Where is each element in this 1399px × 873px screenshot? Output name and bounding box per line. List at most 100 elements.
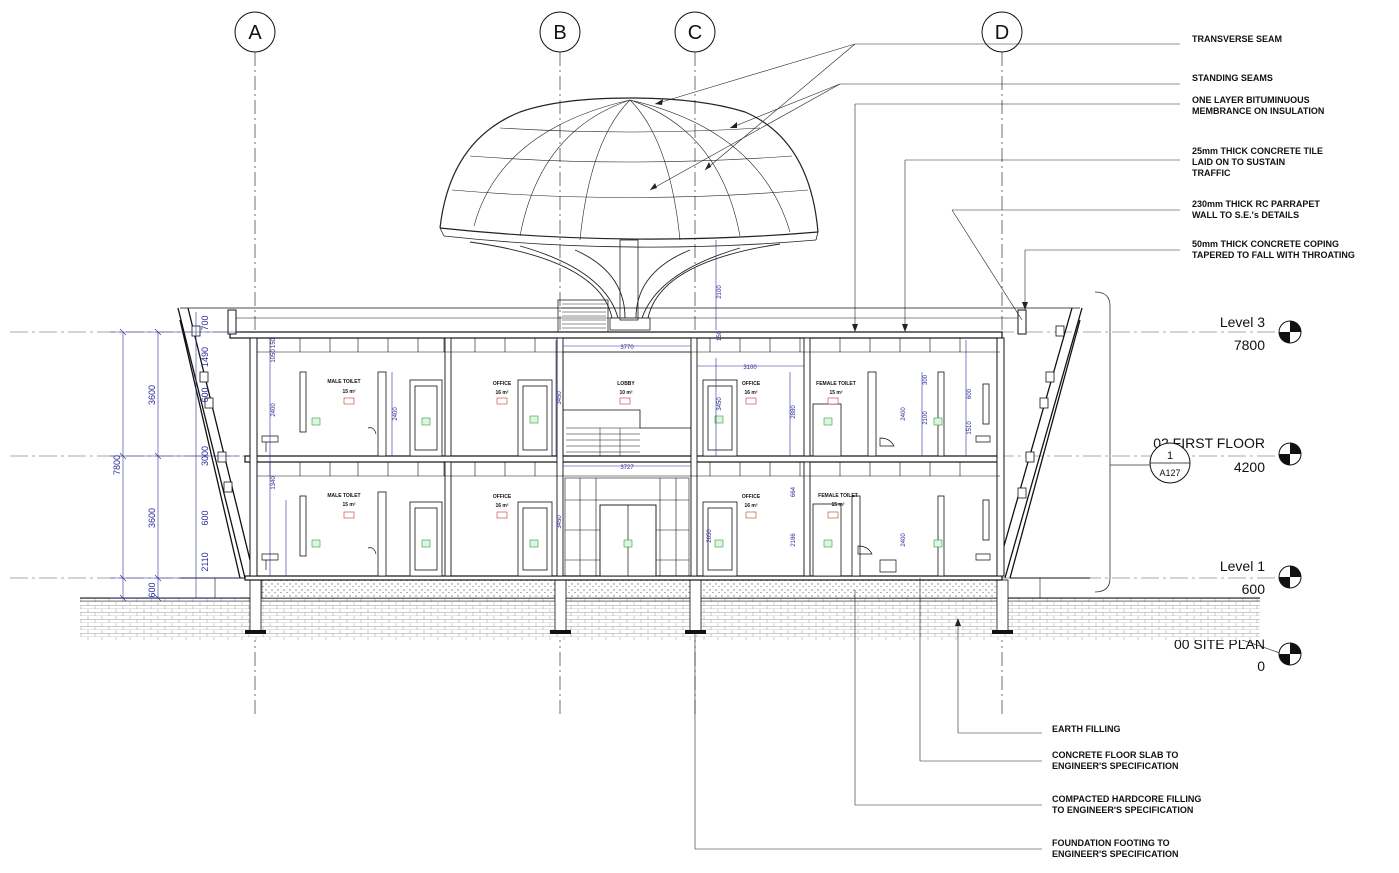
room-female-toilet-1: FEMALE TOILET (816, 381, 856, 387)
note-parapet-1: 230mm THICK RC PARRAPET (1192, 199, 1320, 209)
dim-150-a: 150 (271, 337, 277, 348)
dim-2400-d: 2400 (901, 533, 907, 547)
dim-664: 664 (791, 486, 797, 497)
note-coping-1: 50mm THICK CONCRETE COPING (1192, 239, 1339, 249)
level-marker-level1: Level 1 600 (1220, 558, 1302, 597)
dim-total: 7800 (112, 455, 122, 475)
note-transverse-seam: TRANSVERSE SEAM (1192, 34, 1282, 44)
note-tile-1: 25mm THICK CONCRETE TILE (1192, 146, 1323, 156)
room-area-4: 16 m² (744, 390, 757, 396)
room-area-3: 10 m² (619, 390, 632, 396)
inner-dimension-text: 150 2100 150 3770 3100 3727 2400 2400 34… (271, 285, 973, 547)
room-male-toilet-1: MALE TOILET (327, 379, 360, 385)
room-area-9: 15 m² (831, 502, 844, 508)
annotations: TRANSVERSE SEAM STANDING SEAMS ONE LAYER… (1052, 34, 1355, 859)
grid-label-d: D (995, 22, 1009, 44)
room-office-2: OFFICE (742, 381, 761, 387)
room-area-6: 15 m² (342, 502, 355, 508)
level-elev-level3: 7800 (1234, 337, 1265, 353)
dim-3727: 3727 (620, 465, 634, 471)
dim-600-b: 600 (200, 510, 210, 525)
room-female-toilet-0: FEMALE TOILET (818, 493, 858, 499)
room-labels: MALE TOILET 15 m² OFFICE 16 m² LOBBY 10 … (327, 379, 857, 509)
section-callout[interactable]: 1 A127 (1094, 291, 1191, 593)
dim-3450-c: 3450 (557, 515, 563, 529)
note-parapet-2: WALL TO S.E.'s DETAILS (1192, 210, 1299, 220)
level-marker-site: 00 SITE PLAN 0 (1174, 636, 1302, 674)
doors (299, 371, 990, 577)
note-hardcore-2: TO ENGINEER'S SPECIFICATION (1052, 805, 1193, 815)
room-office-1: OFFICE (493, 381, 512, 387)
note-standing-seams: STANDING SEAMS (1192, 73, 1273, 83)
grid-bubble-a: A (234, 11, 276, 53)
dim-2100: 2100 (717, 285, 723, 299)
grid-label-c: C (688, 22, 702, 44)
dim-300: 300 (923, 374, 929, 385)
note-slab-2: ENGINEER'S SPECIFICATION (1052, 761, 1179, 771)
room-tags (343, 397, 839, 519)
note-footing-2: ENGINEER'S SPECIFICATION (1052, 849, 1179, 859)
dim-parapet: 700 (200, 315, 210, 330)
note-bitumen-2: MEMBRANCE ON INSULATION (1192, 106, 1324, 116)
dim-3450-b: 3450 (717, 397, 723, 411)
room-office-3: OFFICE (493, 494, 512, 500)
dim-600-a: 600 (200, 387, 210, 402)
dim-3450-a: 3450 (557, 391, 563, 405)
room-male-toilet-0: MALE TOILET (327, 493, 360, 499)
room-area-5: 15 m² (829, 390, 842, 396)
dim-600-c: 600 (967, 388, 973, 399)
grid-label-a: A (248, 22, 262, 44)
door-tags (311, 415, 943, 548)
level-name-level3: Level 3 (1220, 314, 1265, 330)
room-lobby: LOBBY (617, 381, 635, 387)
note-coping-2: TAPERED TO FALL WITH THROATING (1192, 250, 1355, 260)
dim-150-b: 150 (717, 330, 723, 341)
fixtures (261, 427, 991, 573)
grid-label-b: B (553, 22, 566, 44)
dim-3770: 3770 (620, 345, 634, 351)
dome-canopy (439, 97, 819, 333)
dim-upper: 3600 (147, 385, 157, 405)
note-tile-2: LAID ON TO SUSTAIN (1192, 157, 1285, 167)
dim-2650: 2650 (707, 529, 713, 543)
note-footing-1: FOUNDATION FOOTING TO (1052, 838, 1170, 848)
dimension-lines (110, 240, 967, 602)
level-elev-site: 0 (1257, 658, 1265, 674)
dim-2880: 2880 (791, 405, 797, 419)
dim-3000: 3000 (200, 446, 210, 466)
dim-plinth: 600 (147, 582, 157, 597)
building-shell (177, 307, 1083, 581)
note-tile-3: TRAFFIC (1192, 168, 1231, 178)
level-elev-level1: 600 (1242, 581, 1266, 597)
room-office-4: OFFICE (742, 494, 761, 500)
leader-arrows (650, 99, 1028, 626)
level-name-level1: Level 1 (1220, 558, 1265, 574)
room-area-2: 16 m² (495, 390, 508, 396)
level-elev-first: 4200 (1234, 459, 1265, 475)
dim-2400-b: 2400 (393, 407, 399, 421)
room-area-1: 15 m² (342, 389, 355, 395)
dim-2400-a: 2400 (271, 403, 277, 417)
note-slab-1: CONCRETE FLOOR SLAB TO (1052, 750, 1178, 760)
annotation-leaders (649, 43, 1180, 850)
overall-dimension-text: 7800 3600 3600 600 700 1490 600 3000 600… (112, 315, 210, 597)
dim-lower: 3600 (147, 508, 157, 528)
dim-2100-b: 2100 (923, 411, 929, 425)
dim-2110: 2110 (200, 552, 210, 571)
note-hardcore-1: COMPACTED HARDCORE FILLING (1052, 794, 1201, 804)
level-marker-level3: Level 3 7800 (1220, 314, 1302, 353)
note-bitumen-1: ONE LAYER BITUMINUOUS (1192, 95, 1310, 105)
ground (80, 577, 1260, 640)
dim-1510: 1510 (967, 421, 973, 435)
grid-bubble-c: C (674, 11, 716, 53)
dim-2400-c: 2400 (901, 407, 907, 421)
room-area-8: 16 m² (744, 503, 757, 509)
grid-bubble-b: B (539, 11, 581, 53)
dim-2186: 2186 (791, 533, 797, 547)
grid-bubble-d: D (981, 11, 1023, 53)
room-area-7: 16 m² (495, 503, 508, 509)
dim-1050: 1050 (271, 349, 277, 363)
note-earth: EARTH FILLING (1052, 724, 1121, 734)
dim-1340: 1340 (271, 476, 277, 490)
